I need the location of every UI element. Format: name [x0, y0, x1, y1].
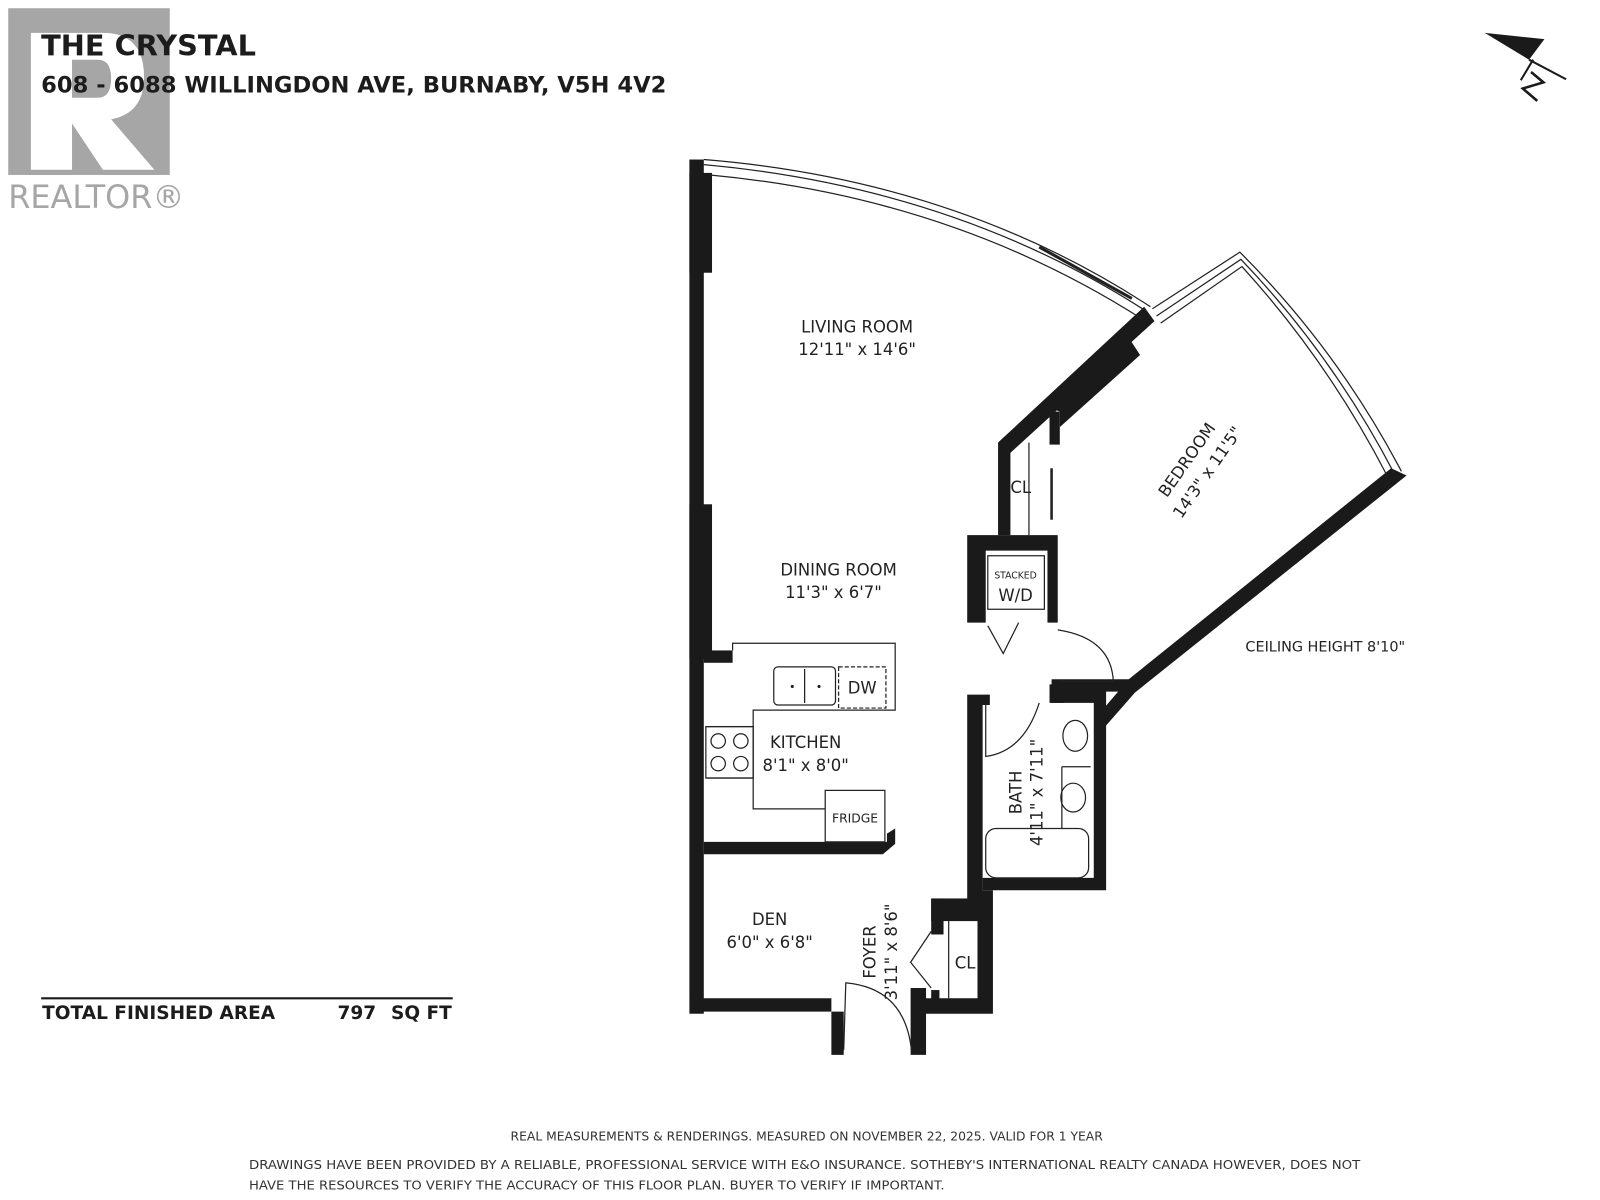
doors — [843, 442, 1114, 1052]
realtor-logo-text: REALTOR® — [8, 178, 184, 216]
washer-dryer — [987, 555, 1045, 610]
sink-icon — [773, 666, 837, 706]
washer-dryer-label: W/D — [998, 586, 1032, 605]
windows — [703, 158, 1402, 476]
disclaimer-line-2: HAVE THE RESOURCES TO VERIFY THE ACCURAC… — [249, 1179, 945, 1193]
foyer-name: FOYER — [861, 925, 880, 978]
washer-dryer-stacked-label: STACKED — [994, 570, 1036, 581]
total-area-value: 797 — [337, 1003, 376, 1024]
north-arrow-icon — [1484, 32, 1567, 102]
dining-room-size: 11'3" x 6'7" — [785, 583, 882, 602]
foyer-closet-label: CL — [955, 953, 976, 972]
fridge-label: FRIDGE — [832, 811, 878, 825]
living-room-name: LIVING ROOM — [801, 317, 913, 336]
den-size: 6'0" x 6'8" — [727, 933, 813, 952]
entry-door[interactable] — [843, 982, 913, 1052]
total-area-unit: SQ FT — [391, 1003, 452, 1024]
page-title: THE CRYSTAL — [41, 29, 256, 63]
measured-note: REAL MEASUREMENTS & RENDERINGS. MEASURED… — [511, 1129, 1104, 1143]
kitchen-size: 8'1" x 8'0" — [763, 756, 849, 775]
kitchen-name: KITCHEN — [770, 733, 841, 752]
living-room-size: 12'11" x 14'6" — [798, 340, 916, 359]
dishwasher — [837, 666, 887, 709]
closet-bifold-door[interactable] — [909, 931, 932, 989]
dining-room-name: DINING ROOM — [780, 560, 896, 579]
kitchen-counters: DW FRIDGE STACKED W/D — [705, 555, 1091, 879]
bath-name: BATH — [1007, 771, 1026, 815]
bathtub-icon — [985, 827, 1090, 879]
ceiling-height: CEILING HEIGHT 8'10" — [1245, 639, 1405, 655]
bedroom-closet-label: CL — [1010, 478, 1031, 497]
bath-sink-icon — [1062, 719, 1089, 752]
walls — [689, 159, 1407, 1055]
address: 608 - 6088 WILLINGDON AVE, BURNABY, V5H … — [41, 73, 666, 99]
bath-door[interactable] — [985, 702, 1040, 758]
bath-size: 4'11" x 7'11" — [1027, 739, 1046, 846]
disclaimer-line-1: DRAWINGS HAVE BEEN PROVIDED BY A RELIABL… — [249, 1158, 1361, 1172]
stove-icon — [705, 725, 754, 779]
toilet-icon — [1060, 782, 1087, 813]
den-name: DEN — [752, 910, 787, 929]
foyer-size: 3'11" x 8'6" — [882, 904, 901, 1001]
total-area-label: TOTAL FINISHED AREA — [42, 1003, 276, 1024]
dishwasher-label: DW — [848, 679, 877, 698]
realtor-logo: REALTOR® — [8, 8, 184, 216]
wd-bifold-door[interactable] — [987, 622, 1020, 655]
realtor-r-glyph — [30, 32, 155, 170]
bedroom-door[interactable] — [1057, 629, 1114, 682]
fridge — [824, 789, 886, 843]
